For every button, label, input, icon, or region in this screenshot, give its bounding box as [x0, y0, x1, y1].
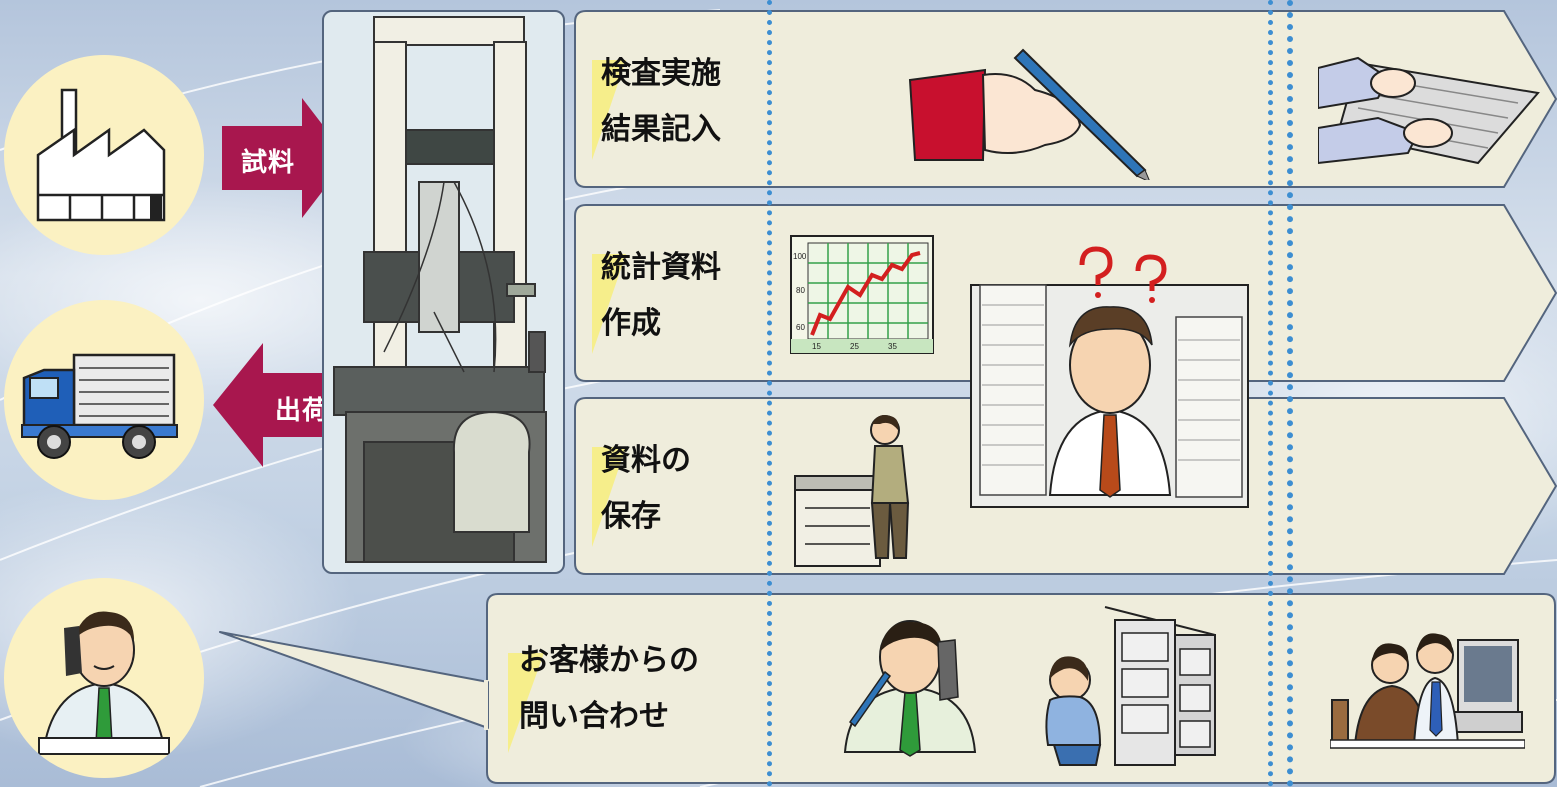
- band-statistics-title: 統計資料 作成: [601, 240, 721, 352]
- chart-xtick-25: 25: [850, 342, 859, 351]
- shipment-arrow: [213, 343, 347, 467]
- keyboard-typing-illustration: [1318, 38, 1548, 168]
- shipment-label: 出荷: [274, 396, 329, 426]
- band-inquiries-line1: お客様からの: [519, 643, 699, 678]
- band-inspection-title: 検査実施 結果記入: [601, 46, 721, 158]
- dotted-divider-left: [767, 0, 772, 787]
- band-inspection-line1: 検査実施: [601, 56, 721, 91]
- band-inspection-line2: 結果記入: [601, 112, 721, 147]
- dotted-divider-right: [1287, 0, 1293, 787]
- chart-ytick-80: 80: [796, 286, 805, 295]
- testing-machine-panel: [322, 10, 565, 574]
- dotted-divider-middle: [1268, 0, 1273, 787]
- band-storage-title: 資料の 保存: [601, 433, 691, 545]
- band-statistics-line1: 統計資料: [601, 250, 721, 285]
- chart-ytick-60: 60: [796, 323, 805, 332]
- band-storage-line1: 資料の: [601, 443, 691, 478]
- filing-cabinet-illustration: [1040, 605, 1220, 770]
- factory-circle: [4, 55, 204, 255]
- chart-ytick-100: 100: [793, 252, 807, 261]
- copier-worker-illustration: [790, 408, 930, 568]
- truck-icon: [21, 353, 178, 459]
- band-statistics-line2: 作成: [601, 306, 661, 341]
- sample-arrow: [222, 98, 348, 218]
- band-storage-line2: 保存: [601, 499, 661, 534]
- overwhelmed-worker-illustration: [970, 245, 1250, 510]
- band-inquiries-line2: 問い合わせ: [519, 699, 669, 734]
- testing-machine-illustration: [333, 16, 547, 563]
- phone-worker-illustration: [830, 612, 990, 757]
- sample-label: 試料: [240, 148, 295, 178]
- writing-hand-illustration: [905, 40, 1155, 180]
- computer-consult-illustration: [1330, 620, 1525, 750]
- phone-man-icon: [38, 611, 170, 755]
- statistics-chart: 100 80 60 15 25 35: [790, 235, 935, 355]
- factory-icon: [36, 88, 166, 222]
- phone-man-circle: [4, 578, 204, 778]
- speech-pointer: [219, 631, 489, 730]
- truck-circle: [4, 300, 204, 500]
- chart-xtick-15: 15: [812, 342, 821, 351]
- band-inquiries-title: お客様からの 問い合わせ: [519, 633, 699, 745]
- chart-xtick-35: 35: [888, 342, 897, 351]
